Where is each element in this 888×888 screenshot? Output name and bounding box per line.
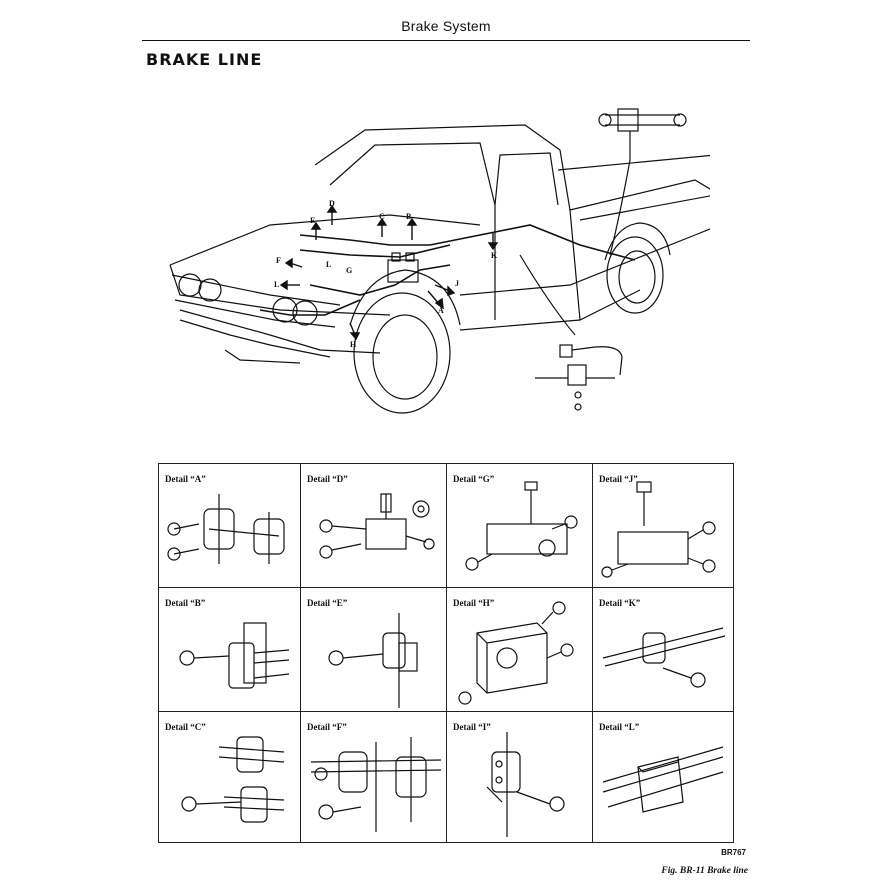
detail-d-drawing bbox=[319, 493, 435, 559]
detail-l-drawing bbox=[602, 746, 724, 813]
detail-e-drawing bbox=[328, 613, 418, 708]
detail-label: Detail “F” bbox=[307, 722, 347, 732]
detail-cell-c: Detail “C” bbox=[159, 712, 301, 842]
detail-label: Detail “B” bbox=[165, 598, 206, 608]
detail-label: Detail “I” bbox=[453, 722, 491, 732]
detail-label: Detail “L” bbox=[599, 722, 640, 732]
callout-c: C bbox=[379, 212, 385, 221]
callout-d: D bbox=[329, 199, 335, 208]
detail-cell-e: Detail “E” bbox=[301, 588, 447, 712]
detail-label: Detail “H” bbox=[453, 598, 495, 608]
detail-g-drawing bbox=[465, 481, 578, 571]
detail-c-drawing bbox=[181, 736, 285, 823]
callout-l-lower: L bbox=[274, 280, 279, 289]
detail-grid: Detail “A” Detail “D” De bbox=[158, 463, 734, 843]
detail-label: Detail “D” bbox=[307, 474, 348, 484]
detail-cell-j: Detail “J” bbox=[593, 464, 733, 588]
detail-cell-f: Detail “F” bbox=[301, 712, 447, 842]
detail-cell-g: Detail “G” bbox=[447, 464, 593, 588]
detail-cell-b: Detail “B” bbox=[159, 588, 301, 712]
detail-k-drawing bbox=[602, 627, 726, 688]
detail-label: Detail “C” bbox=[165, 722, 206, 732]
callout-j: J bbox=[455, 279, 459, 288]
header-title: Brake System bbox=[401, 18, 491, 34]
detail-a-drawing bbox=[167, 494, 285, 564]
detail-h-drawing bbox=[458, 601, 574, 705]
callout-h: H bbox=[350, 340, 357, 349]
detail-cell-k: Detail “K” bbox=[593, 588, 733, 712]
detail-label: Detail “G” bbox=[453, 474, 495, 484]
detail-cell-d: Detail “D” bbox=[301, 464, 447, 588]
detail-f-drawing bbox=[310, 737, 442, 832]
callout-k: K bbox=[491, 251, 498, 260]
detail-label: Detail “J” bbox=[599, 474, 638, 484]
callout-f: F bbox=[276, 256, 281, 265]
detail-cell-a: Detail “A” bbox=[159, 464, 301, 588]
section-title: BRAKE LINE bbox=[146, 50, 263, 69]
callout-e: E bbox=[310, 216, 315, 225]
figure-caption: Fig. BR-11 Brake line bbox=[661, 866, 748, 876]
detail-b-drawing bbox=[179, 622, 290, 689]
page-header: Brake System bbox=[142, 14, 750, 41]
callout-l-upper: L bbox=[326, 260, 331, 269]
detail-j-drawing bbox=[601, 481, 716, 578]
figure-code: BR767 bbox=[721, 848, 746, 857]
callout-a: A bbox=[438, 306, 444, 315]
detail-i-drawing bbox=[486, 732, 565, 837]
truck-brake-line-illustration: D C B E F L G L H A J K bbox=[169, 108, 710, 414]
callout-b: B bbox=[406, 212, 412, 221]
detail-cell-i: Detail “I” bbox=[447, 712, 593, 842]
detail-label: Detail “E” bbox=[307, 598, 348, 608]
detail-cell-l: Detail “L” bbox=[593, 712, 733, 842]
detail-label: Detail “A” bbox=[165, 474, 206, 484]
detail-cell-h: Detail “H” bbox=[447, 588, 593, 712]
callout-g: G bbox=[346, 266, 352, 275]
detail-label: Detail “K” bbox=[599, 598, 641, 608]
